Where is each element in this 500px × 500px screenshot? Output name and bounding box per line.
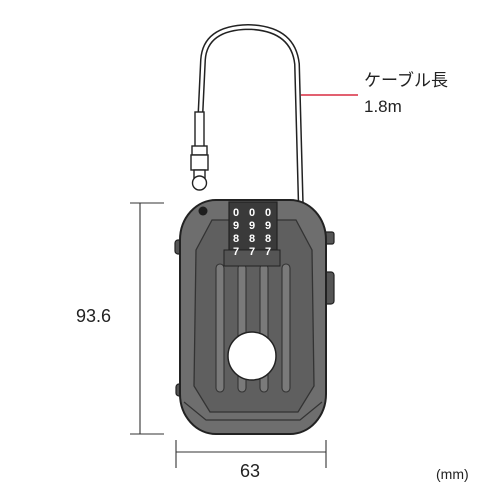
dial-digit: 8 <box>233 233 239 245</box>
dial-digit: 7 <box>233 246 239 258</box>
cable-length-label: ケーブル長 1.8m <box>364 68 448 120</box>
dial-digit: 0 <box>233 207 239 219</box>
dial-digit: 9 <box>249 220 255 232</box>
dial-digit: 9 <box>233 220 239 232</box>
dial-digit: 0 <box>249 207 255 219</box>
cable-length-value: 1.8m <box>364 97 402 116</box>
dial-digit: 7 <box>249 246 255 258</box>
height-dimension-label: 93.6 <box>76 306 112 326</box>
dial-digit: 9 <box>265 220 271 232</box>
dial-digit: 0 <box>265 207 271 219</box>
dial-digit: 8 <box>249 233 255 245</box>
height-dimension <box>130 202 164 435</box>
dial-digit: 8 <box>265 233 271 245</box>
lock-body <box>174 199 335 435</box>
cable <box>196 23 304 214</box>
cable-length-title: ケーブル長 <box>364 71 448 90</box>
width-dimension <box>175 440 327 468</box>
cable-plug <box>190 111 209 191</box>
dial-digit: 7 <box>265 246 271 258</box>
unit-label: (mm) <box>436 466 469 482</box>
width-dimension-label: 63 <box>240 461 261 481</box>
